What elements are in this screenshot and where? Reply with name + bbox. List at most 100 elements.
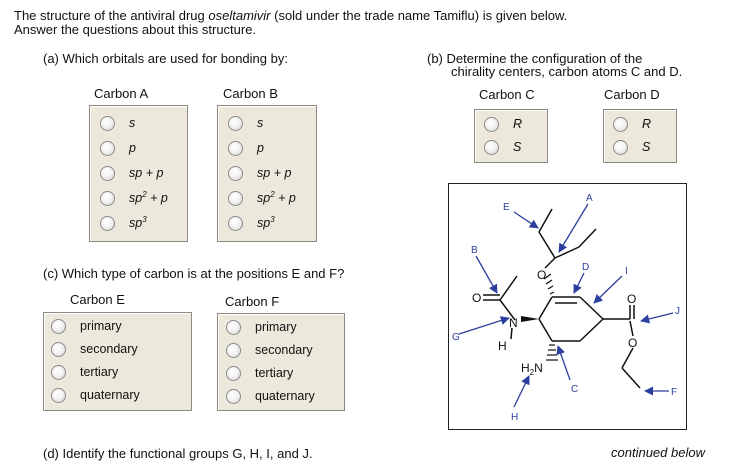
p-text: + p bbox=[274, 191, 296, 205]
intro-text-1: The structure of the antiviral drug bbox=[14, 8, 209, 23]
p-text: + p bbox=[145, 166, 164, 180]
radio-button[interactable] bbox=[228, 165, 243, 181]
arrow-e bbox=[513, 211, 539, 229]
option-s[interactable]: s bbox=[100, 112, 135, 134]
option-label: s bbox=[257, 116, 264, 130]
radio-button[interactable] bbox=[100, 165, 115, 181]
carbon-e-options: primary secondary tertiary quaternary bbox=[43, 312, 192, 411]
amide-nitrogen: N bbox=[509, 316, 518, 330]
option-label: primary bbox=[80, 319, 122, 333]
pointer-arrows bbox=[458, 203, 674, 408]
superscript: 3 bbox=[142, 214, 147, 224]
sp-text: sp bbox=[257, 166, 271, 180]
option-p[interactable]: p bbox=[100, 137, 136, 159]
option-label: R bbox=[642, 117, 652, 131]
option-tertiary[interactable]: tertiary bbox=[226, 362, 293, 384]
radio-button[interactable] bbox=[228, 190, 243, 206]
option-primary[interactable]: primary bbox=[51, 315, 122, 337]
bond bbox=[499, 275, 518, 301]
radio-button[interactable] bbox=[100, 190, 115, 206]
option-quaternary[interactable]: quaternary bbox=[51, 384, 140, 406]
part-b-question-1: (b) Determine the configuration of the bbox=[427, 51, 643, 66]
bond bbox=[621, 367, 641, 389]
radio-button[interactable] bbox=[228, 140, 243, 156]
carbon-e-title: Carbon E bbox=[70, 292, 125, 307]
radio-button[interactable] bbox=[226, 365, 241, 381]
arrow-j bbox=[640, 312, 674, 324]
radio-button[interactable] bbox=[226, 342, 241, 358]
option-label: sp3 bbox=[257, 214, 275, 230]
option-tertiary[interactable]: tertiary bbox=[51, 361, 118, 383]
hash bbox=[543, 273, 552, 280]
radio-button[interactable] bbox=[100, 115, 115, 131]
radio-button[interactable] bbox=[484, 116, 499, 132]
sp-text: sp bbox=[129, 191, 143, 205]
label-e: E bbox=[503, 202, 510, 213]
hashed-bonds bbox=[543, 273, 558, 361]
part-c-question: (c) Which type of carbon is at the posit… bbox=[43, 266, 345, 281]
option-label: primary bbox=[255, 320, 297, 334]
option-label: tertiary bbox=[255, 366, 294, 380]
bond bbox=[538, 208, 553, 233]
bond bbox=[510, 327, 513, 340]
option-secondary[interactable]: secondary bbox=[226, 339, 313, 361]
option-primary[interactable]: primary bbox=[226, 316, 297, 338]
option-quaternary[interactable]: quaternary bbox=[226, 385, 315, 407]
option-label: S bbox=[642, 140, 651, 154]
arrow-h bbox=[513, 375, 530, 408]
radio-button[interactable] bbox=[51, 387, 66, 403]
option-label: p bbox=[257, 141, 264, 155]
radio-button[interactable] bbox=[613, 139, 628, 155]
radio-button[interactable] bbox=[51, 318, 66, 334]
option-sp2-p[interactable]: sp2 + p bbox=[228, 187, 296, 209]
bond bbox=[538, 318, 553, 342]
option-sp-p[interactable]: sp + p bbox=[100, 162, 163, 184]
option-label: quaternary bbox=[80, 388, 140, 402]
label-i: I bbox=[625, 266, 628, 277]
radio-button[interactable] bbox=[100, 215, 115, 231]
option-r[interactable]: R bbox=[484, 113, 522, 135]
radio-button[interactable] bbox=[228, 215, 243, 231]
bond bbox=[544, 257, 556, 269]
option-sp2-p[interactable]: sp2 + p bbox=[100, 187, 168, 209]
part-a-question: (a) Which orbitals are used for bonding … bbox=[43, 51, 288, 66]
radio-button[interactable] bbox=[51, 341, 66, 357]
radio-button[interactable] bbox=[228, 115, 243, 131]
radio-button[interactable] bbox=[226, 388, 241, 404]
carbon-c-title: Carbon C bbox=[479, 87, 535, 102]
sp-text: sp bbox=[257, 216, 271, 230]
bond bbox=[538, 231, 556, 259]
hash bbox=[549, 291, 555, 295]
option-s[interactable]: S bbox=[484, 136, 521, 158]
amide-oxygen: O bbox=[472, 291, 481, 305]
radio-button[interactable] bbox=[51, 364, 66, 380]
option-s[interactable]: s bbox=[228, 112, 263, 134]
drug-name: oseltamivir bbox=[208, 8, 271, 23]
amine-subscript: 2 bbox=[530, 368, 535, 377]
option-label: secondary bbox=[80, 342, 138, 356]
option-s[interactable]: S bbox=[613, 136, 650, 158]
radio-button[interactable] bbox=[226, 319, 241, 335]
option-r[interactable]: R bbox=[613, 113, 651, 135]
bond bbox=[499, 299, 516, 321]
carbon-f-title: Carbon F bbox=[225, 294, 280, 309]
sp-text: sp bbox=[129, 166, 143, 180]
hash bbox=[545, 279, 553, 285]
carbon-a-title: Carbon A bbox=[94, 86, 149, 101]
option-sp3[interactable]: sp3 bbox=[228, 212, 275, 234]
amine-n: N bbox=[534, 361, 543, 375]
option-label: R bbox=[513, 117, 523, 131]
wedge-bond bbox=[521, 316, 539, 322]
option-sp-p[interactable]: sp + p bbox=[228, 162, 291, 184]
option-secondary[interactable]: secondary bbox=[51, 338, 138, 360]
option-label: p bbox=[129, 141, 136, 155]
hash bbox=[547, 285, 554, 290]
radio-button[interactable] bbox=[484, 139, 499, 155]
radio-button[interactable] bbox=[100, 140, 115, 156]
superscript: 3 bbox=[270, 214, 275, 224]
carbon-b-options: s p sp + p sp2 + p sp3 bbox=[217, 105, 317, 242]
p-text: + p bbox=[273, 166, 292, 180]
option-sp3[interactable]: sp3 bbox=[100, 212, 147, 234]
radio-button[interactable] bbox=[613, 116, 628, 132]
option-p[interactable]: p bbox=[228, 137, 264, 159]
